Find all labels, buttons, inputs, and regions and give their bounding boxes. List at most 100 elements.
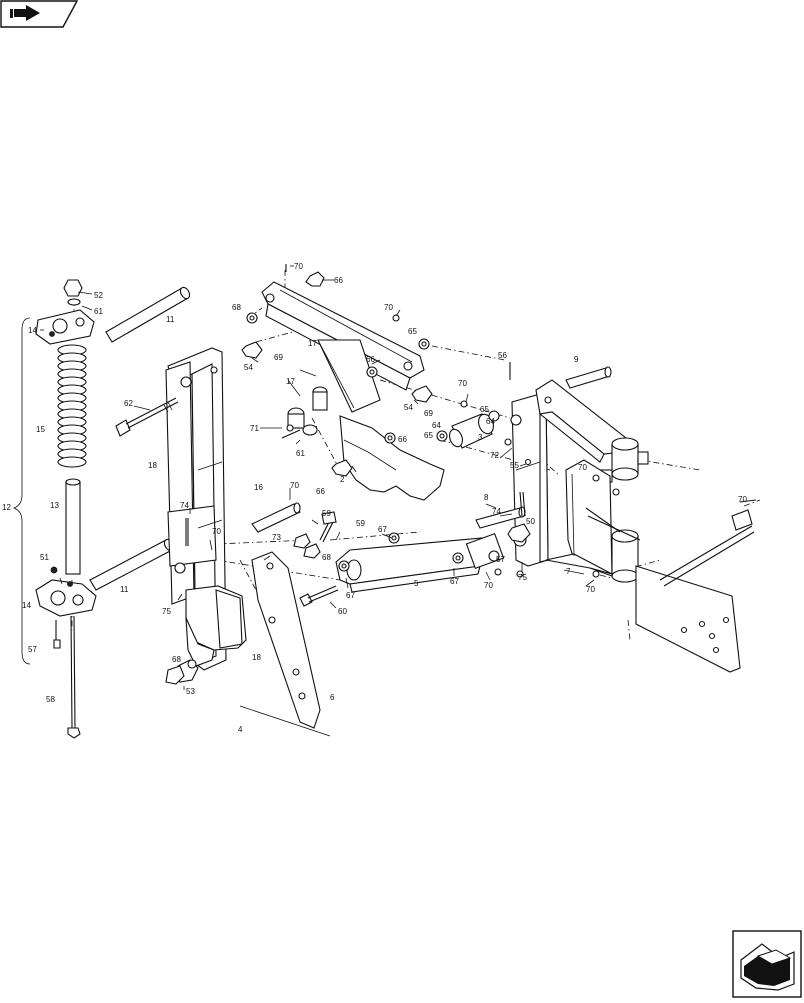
callout-75-b: 75 (518, 573, 527, 582)
callout-70-d: 70 (578, 463, 587, 472)
callout-74-b: 74 (492, 507, 501, 516)
callout-70-h: 70 (586, 585, 595, 594)
callout-59-a: 59 (322, 509, 331, 518)
callout-67-b: 67 (346, 591, 355, 600)
callout-13: 13 (50, 501, 59, 510)
callout-69-b: 69 (424, 409, 433, 418)
callout-65-c: 65 (424, 431, 433, 440)
callout-70-c: 70 (458, 379, 467, 388)
callout-67-a: 67 (378, 525, 387, 534)
callout-68-a: 68 (232, 303, 241, 312)
callout-65-a: 65 (408, 327, 417, 336)
callout-8: 8 (484, 493, 489, 502)
cam-plate (339, 415, 445, 501)
callout-53: 53 (186, 687, 195, 696)
callout-57-a: 57 (496, 555, 505, 564)
callout-16: 16 (254, 483, 263, 492)
callout-labels: 70 66 68 70 65 52 61 14 11 17 69 54 17 6… (2, 262, 747, 734)
callout-75-a: 75 (162, 607, 171, 616)
previous-page-arrow-icon (0, 0, 79, 28)
callout-65-b: 65 (480, 405, 489, 414)
callout-60: 60 (338, 607, 347, 616)
callout-66-a: 66 (334, 276, 343, 285)
callout-58: 58 (46, 695, 55, 704)
callout-9: 9 (574, 355, 579, 364)
callout-59-b: 59 (356, 519, 365, 528)
callout-66-c: 66 (398, 435, 407, 444)
callout-61-b: 61 (296, 449, 305, 458)
lower-frame (185, 585, 247, 667)
callout-2: 2 (340, 475, 345, 484)
callout-51: 51 (40, 553, 49, 562)
next-page-corner-arrow-icon (732, 930, 802, 998)
callout-70-e: 70 (290, 481, 299, 490)
triangular-plate (317, 339, 381, 413)
bushings-61 (281, 386, 328, 439)
callout-18-a: 18 (148, 461, 157, 470)
callout-54-a: 54 (244, 363, 253, 372)
callout-62: 62 (124, 399, 133, 408)
callout-61: 61 (94, 307, 103, 316)
callout-69-a: 69 (274, 353, 283, 362)
callout-68-c: 68 (172, 655, 181, 664)
previous-page-button[interactable] (0, 0, 79, 28)
callout-70-g: 70 (484, 581, 493, 590)
callout-5: 5 (414, 579, 419, 588)
right-arm (535, 379, 627, 463)
bushing-3 (449, 413, 494, 449)
callout-70-a: 70 (294, 262, 303, 271)
callout-4: 4 (238, 725, 243, 734)
callout-70-f: 70 (212, 527, 221, 536)
callout-66-d: 66 (316, 487, 325, 496)
callout-54-b: 54 (404, 403, 413, 412)
leg-plate (239, 551, 331, 737)
callout-68-b: 68 (322, 553, 331, 562)
callout-7: 7 (566, 567, 571, 576)
callout-3: 3 (478, 433, 483, 442)
bolt-62 (115, 397, 179, 437)
pin-16 (251, 502, 301, 533)
leader-lines (40, 265, 595, 690)
callout-72: 72 (490, 451, 499, 460)
callout-11-a: 11 (166, 315, 175, 324)
callout-6: 6 (330, 693, 335, 702)
callout-50: 50 (526, 517, 535, 526)
callout-18-b: 18 (252, 653, 261, 662)
bolt-59 (319, 511, 337, 543)
callout-70-b: 70 (384, 303, 393, 312)
link-arm-5 (335, 532, 505, 593)
callout-70-i: 70 (738, 495, 747, 504)
bolt-60 (299, 585, 339, 607)
spring-assembly (12, 279, 97, 739)
callout-17-a: 17 (308, 339, 317, 348)
mounting-plate (585, 507, 755, 673)
callout-66-b: 66 (366, 355, 375, 364)
rod-upper (105, 286, 191, 343)
callout-11-b: 11 (120, 585, 129, 594)
callout-12: 12 (2, 503, 11, 512)
pins-74 (185, 491, 526, 546)
next-page-button[interactable] (732, 930, 802, 998)
callout-73: 73 (272, 533, 281, 542)
callout-17-b: 17 (286, 377, 295, 386)
pin-9 (565, 366, 612, 389)
callout-74-a: 74 (180, 501, 189, 510)
callout-56: 56 (498, 351, 507, 360)
callout-14-a: 14 (28, 326, 37, 335)
callout-52: 52 (94, 291, 103, 300)
callout-64-b: 64 (486, 417, 495, 426)
rod-lower (89, 538, 175, 591)
callout-71: 71 (250, 424, 259, 433)
right-plate-7 (545, 459, 613, 577)
callout-55: 55 (510, 461, 519, 470)
callout-15: 15 (36, 425, 45, 434)
callout-64-a: 64 (432, 421, 441, 430)
callout-67-c: 67 (450, 577, 459, 586)
spring-coil (57, 344, 87, 468)
pivot-tubes (599, 437, 649, 583)
callout-57-b: 57 (28, 645, 37, 654)
callout-14-b: 14 (22, 601, 31, 610)
hardware-nuts-washers (50, 264, 757, 685)
